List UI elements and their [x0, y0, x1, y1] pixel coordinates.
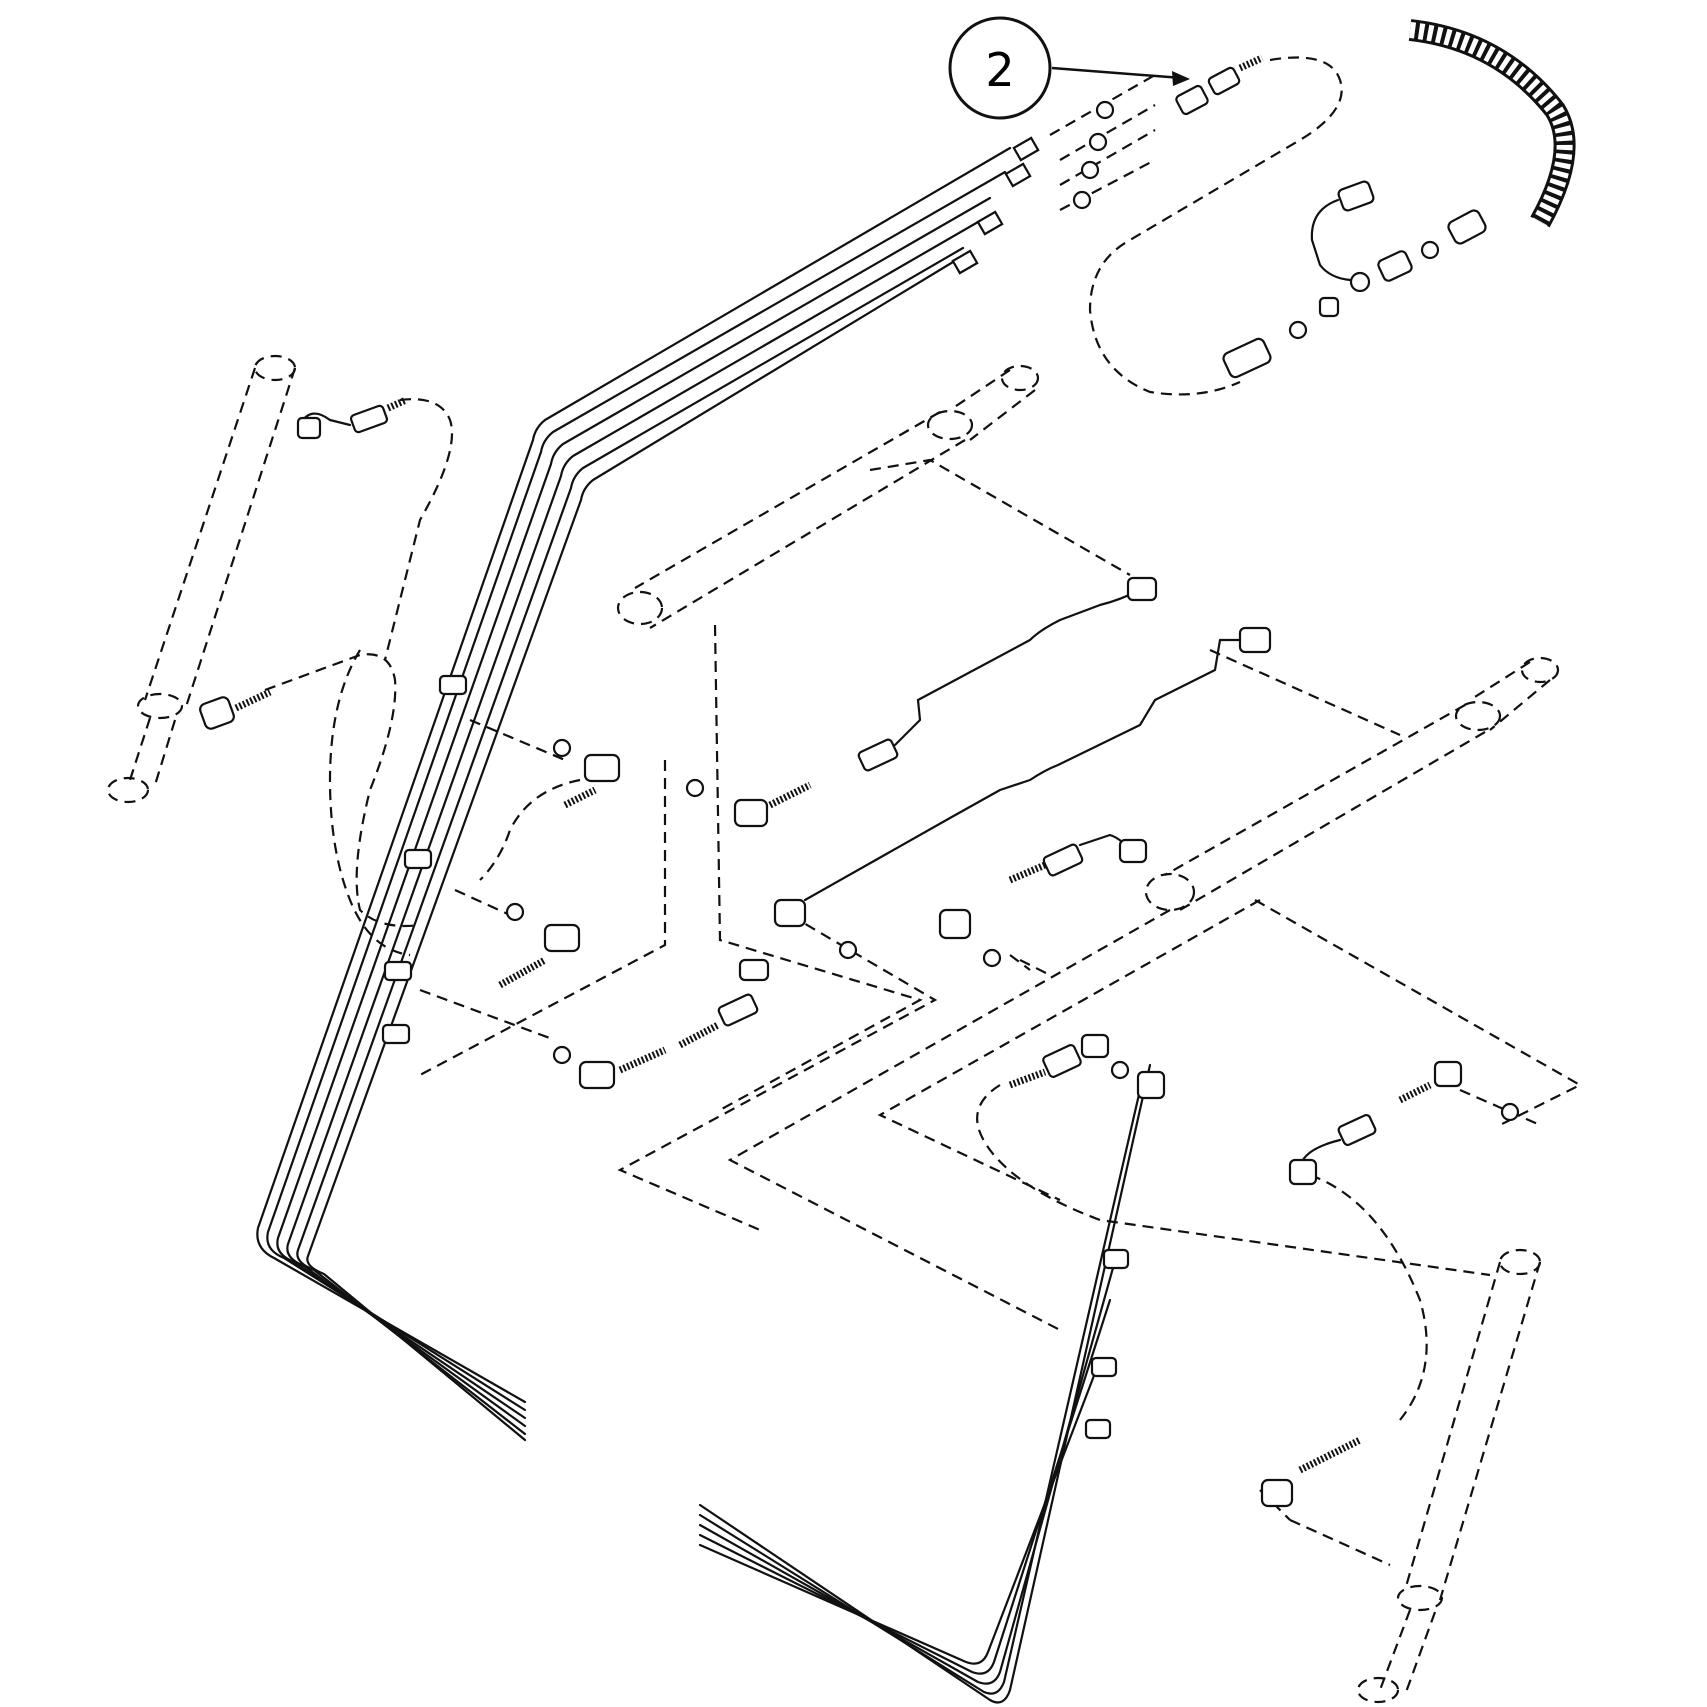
tube-nut [438, 674, 468, 696]
tube-nut [403, 848, 433, 870]
elbow-fitting [938, 908, 972, 940]
right-tilt-cylinder [1144, 656, 1560, 912]
o-ring [552, 738, 572, 758]
left-lift-cylinder [106, 354, 297, 804]
tube-nut [1102, 1248, 1130, 1270]
callout-arrowhead [1172, 71, 1190, 86]
tube-nut [383, 960, 413, 982]
middle-tilt-cylinder [616, 364, 1040, 629]
o-ring [505, 902, 525, 922]
elbow-fitting [199, 696, 235, 730]
tube-end-fitting [951, 249, 979, 275]
routing-lines [264, 56, 1583, 1567]
o-ring [1110, 1060, 1130, 1080]
nut [1318, 296, 1340, 318]
hose-crimp [857, 738, 899, 772]
o-ring [1349, 271, 1371, 293]
adapter-fitting [1447, 209, 1487, 245]
callout-label: 2 [985, 43, 1014, 97]
hose-crimp [349, 404, 389, 434]
sensor-fitting [1337, 180, 1375, 212]
elbow-fitting [738, 958, 770, 982]
tube-end-fitting [1012, 136, 1040, 162]
o-ring [982, 948, 1002, 968]
hose-crimp [1042, 1044, 1082, 1078]
adapter-fitting [1175, 84, 1209, 116]
o-ring [1088, 132, 1108, 152]
right-lift-cylinder [1356, 1248, 1542, 1704]
o-ring [1095, 100, 1115, 120]
o-ring [838, 940, 858, 960]
o-ring [1072, 190, 1092, 210]
o-ring [552, 1045, 572, 1065]
callout-circle [948, 16, 1052, 120]
elbow-fitting [1238, 626, 1272, 654]
callout-leader [1051, 66, 1183, 80]
elbow-fitting [1288, 1158, 1318, 1186]
elbow-fitting [578, 1060, 616, 1090]
hose-crimp [717, 993, 759, 1027]
elbow-fitting [773, 898, 807, 928]
elbow-fitting [543, 923, 581, 953]
elbow-fitting [1260, 1478, 1294, 1508]
adapter-fitting [1377, 250, 1413, 282]
elbow-fitting [1433, 1060, 1463, 1088]
elbow-fitting [1126, 576, 1158, 602]
o-ring [1288, 320, 1308, 340]
tube-end-fitting [976, 210, 1004, 236]
left-tube-bundle [256, 136, 1040, 1442]
elbow-fitting [1136, 1070, 1166, 1100]
o-ring [1500, 1102, 1520, 1122]
adapter-fitting [1222, 337, 1272, 379]
fittings [199, 19, 1576, 1508]
tube-nut [381, 1023, 411, 1045]
o-ring [1080, 160, 1100, 180]
elbow-fitting [1118, 838, 1148, 864]
tube-end-fitting [1004, 162, 1032, 188]
hose-crimp [1042, 843, 1084, 877]
elbow-fitting [1080, 1033, 1110, 1059]
elbow-fitting [733, 798, 769, 828]
lower-tube-bundle [698, 1063, 1152, 1704]
adapter-fitting [1207, 66, 1241, 96]
hose-crimp [1337, 1113, 1377, 1147]
elbow-fitting [296, 416, 322, 440]
o-ring [685, 778, 705, 798]
elbow-fitting [583, 753, 621, 783]
tube-nut [1084, 1418, 1112, 1440]
o-ring [1420, 240, 1440, 260]
callout-2: 2 [948, 16, 1190, 120]
tube-nut [1090, 1356, 1118, 1378]
